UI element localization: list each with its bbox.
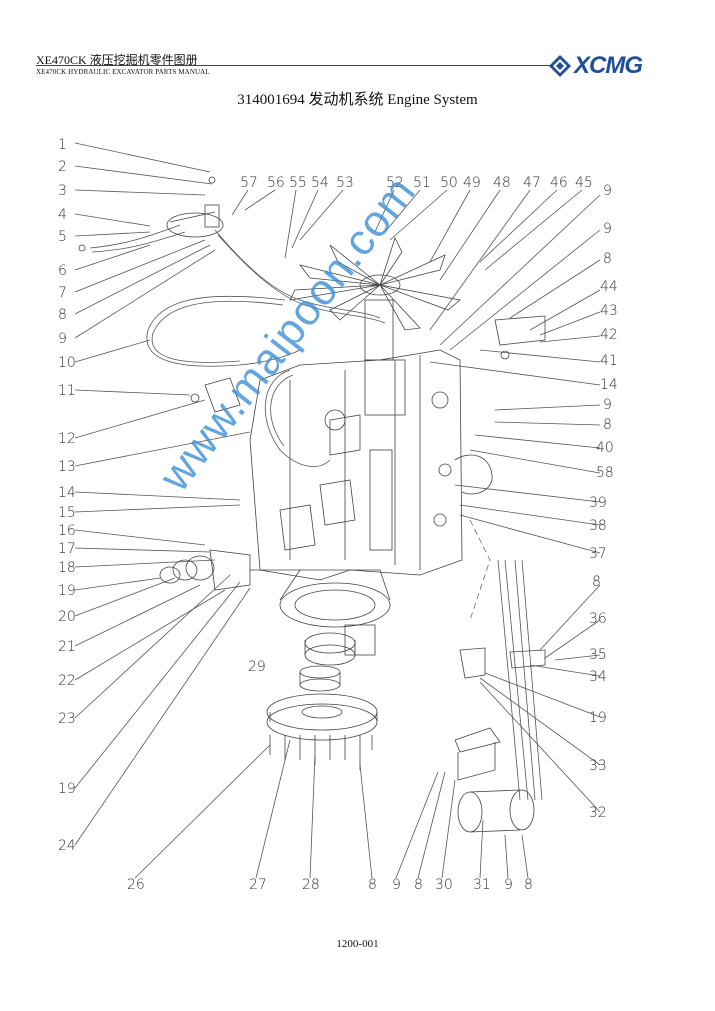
- leader-lines-bottom: [134, 739, 529, 879]
- callout-left-2: 2: [58, 159, 67, 175]
- callout-right-41: 41: [600, 353, 618, 369]
- exhaust-pipe: [469, 519, 491, 621]
- callout-right-43: 43: [600, 303, 618, 319]
- page-number: 1200-001: [336, 938, 379, 950]
- brand-name: XCMG: [574, 52, 643, 79]
- callout-top-51: 51: [413, 175, 431, 191]
- callout-right-39: 39: [589, 495, 607, 511]
- callout-left-11: 11: [58, 383, 76, 399]
- callout-top-47: 47: [523, 175, 541, 191]
- callout-left-13: 13: [58, 459, 76, 475]
- callout-left-17: 17: [58, 541, 76, 557]
- callout-right-8: 8: [592, 574, 601, 590]
- fuel-filter: [78, 176, 224, 252]
- callout-bottom-8: 8: [414, 877, 423, 893]
- callout-right-8: 8: [603, 417, 612, 433]
- manual-title-cn: XE470CK 液压挖掘机零件图册: [36, 53, 198, 67]
- callout-left-21: 21: [58, 639, 76, 655]
- callout-left-1: 1: [58, 137, 67, 153]
- callout-left-23: 23: [58, 711, 76, 727]
- callout-right-58: 58: [596, 465, 614, 481]
- manual-title-en: XE470CK HYDRAULIC EXCAVATOR PARTS MANUAL: [36, 68, 210, 76]
- callout-right-32: 32: [589, 805, 607, 821]
- bracket-front: [190, 377, 241, 413]
- callout-left-10: 10: [58, 355, 76, 371]
- engine-block: [249, 349, 493, 581]
- callout-bottom-27: 27: [249, 877, 267, 893]
- callout-bottom-28: 28: [302, 877, 320, 893]
- callout-right-14: 14: [600, 377, 618, 393]
- callout-left-16: 16: [58, 523, 76, 539]
- callout-right-36: 36: [589, 611, 607, 627]
- callout-bottom-9: 9: [392, 877, 401, 893]
- callout-left-22: 22: [58, 673, 76, 689]
- callout-right-35: 35: [589, 647, 607, 663]
- callout-top-56: 56: [267, 175, 285, 191]
- callout-right-9: 9: [603, 397, 612, 413]
- leader-lines-top: [231, 189, 583, 331]
- callout-left-5: 5: [58, 229, 67, 245]
- callout-left-18: 18: [58, 560, 76, 576]
- callout-top-57: 57: [240, 175, 258, 191]
- callout-29: 29: [248, 659, 266, 675]
- bracket-right: [494, 315, 546, 360]
- callout-top-55: 55: [289, 175, 307, 191]
- engine-mount-left: [159, 549, 300, 591]
- callout-left-15: 15: [58, 505, 76, 521]
- hoses: [89, 224, 543, 801]
- callout-right-42: 42: [600, 327, 618, 343]
- callout-right-37: 37: [589, 546, 607, 562]
- callout-left-6: 6: [58, 263, 67, 279]
- muffler: [457, 789, 535, 833]
- xcmg-emblem-icon: [549, 55, 571, 77]
- callout-right-38: 38: [589, 518, 607, 534]
- callout-top-49: 49: [463, 175, 481, 191]
- callout-left-12: 12: [58, 431, 76, 447]
- callout-top-53: 53: [336, 175, 354, 191]
- callout-top-46: 46: [550, 175, 568, 191]
- callout-bottom-31: 31: [473, 877, 491, 893]
- callout-left-3: 3: [58, 183, 67, 199]
- callout-right-33: 33: [589, 758, 607, 774]
- callout-bottom-30: 30: [435, 877, 453, 893]
- callout-left-7: 7: [58, 285, 67, 301]
- callout-top-50: 50: [440, 175, 458, 191]
- callout-right-40: 40: [596, 440, 614, 456]
- callout-left-20: 20: [58, 609, 76, 625]
- page-title: 314001694 发动机系统 Engine System: [237, 92, 478, 108]
- callout-left-24: 24: [58, 838, 76, 854]
- callout-left-4: 4: [58, 207, 67, 223]
- bolts: [269, 735, 373, 770]
- callout-right-19: 19: [589, 710, 607, 726]
- callout-left-19: 19: [58, 583, 76, 599]
- callout-right-44: 44: [600, 279, 618, 295]
- engine-mount-right: [454, 647, 546, 781]
- callout-right-34: 34: [589, 669, 607, 685]
- callout-right-9: 9: [603, 183, 612, 199]
- callout-left-9: 9: [58, 331, 67, 347]
- callout-bottom-8: 8: [524, 877, 533, 893]
- callout-left-19: 19: [58, 781, 76, 797]
- xcmg-logo: XCMG: [548, 52, 664, 79]
- callout-left-14: 14: [58, 485, 76, 501]
- callout-right-9: 9: [603, 221, 612, 237]
- callout-bottom-9: 9: [504, 877, 513, 893]
- callout-top-52: 52: [386, 175, 404, 191]
- leader-lines-left: [74, 142, 251, 846]
- callout-bottom-26: 26: [127, 877, 145, 893]
- leader-lines-right: [429, 194, 601, 813]
- callout-top-48: 48: [493, 175, 511, 191]
- callout-top-54: 54: [311, 175, 329, 191]
- callout-left-8: 8: [58, 307, 67, 323]
- flywheel-housing: [279, 569, 391, 666]
- callout-top-45: 45: [575, 175, 593, 191]
- callout-right-8: 8: [603, 251, 612, 267]
- header-rule: [36, 65, 551, 66]
- callout-bottom-8: 8: [368, 877, 377, 893]
- coupling-plate: [266, 665, 378, 741]
